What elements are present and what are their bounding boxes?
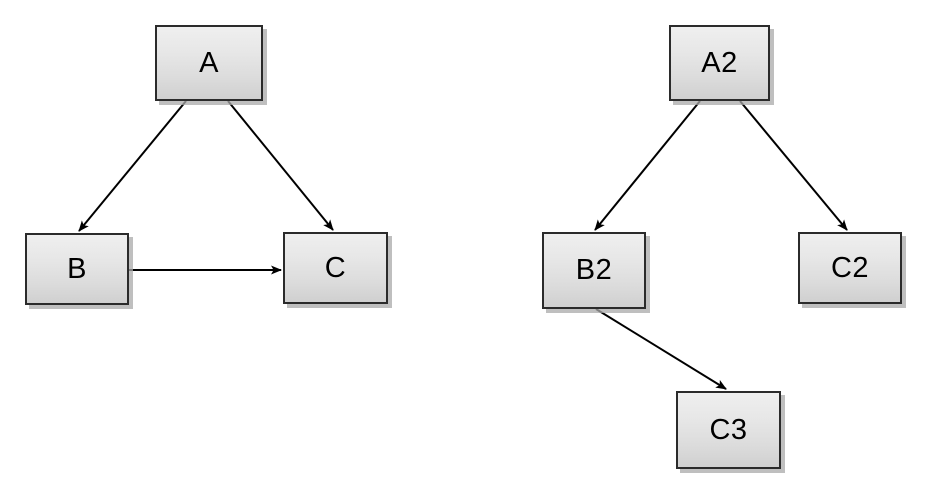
node-label: A: [199, 46, 219, 79]
node-label: C3: [709, 413, 748, 446]
node-b[interactable]: B: [25, 233, 129, 305]
node-label: A2: [701, 46, 738, 79]
node-c[interactable]: C: [283, 232, 388, 304]
node-label: B: [67, 252, 87, 285]
edge-a-c: [227, 100, 334, 231]
node-b2[interactable]: B2: [542, 232, 646, 309]
edge-a2-c2: [739, 100, 848, 231]
node-label: B2: [575, 254, 613, 286]
node-c2[interactable]: C2: [798, 232, 902, 304]
node-a[interactable]: A: [155, 25, 263, 101]
node-label: C: [324, 251, 347, 284]
node-c3[interactable]: C3: [676, 391, 781, 469]
node-a2[interactable]: A2: [669, 25, 770, 101]
edge-a-b: [78, 100, 187, 232]
edge-b2-c3: [595, 308, 727, 390]
edge-a2-b2: [594, 100, 701, 231]
node-label: C2: [830, 251, 870, 284]
